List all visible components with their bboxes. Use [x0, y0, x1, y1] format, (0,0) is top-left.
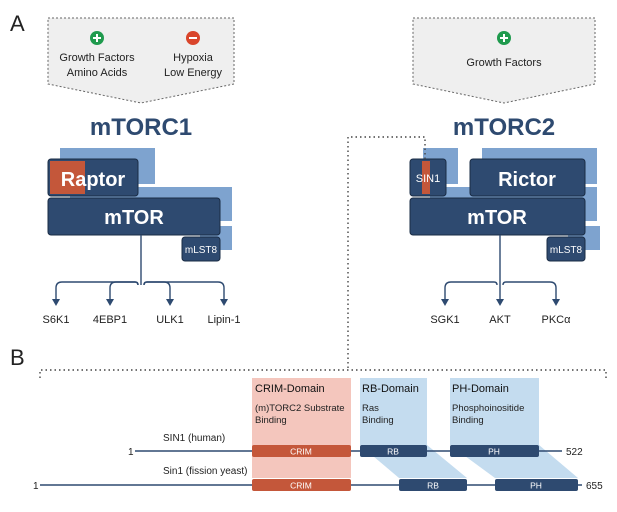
sin1-subunit: SIN1	[409, 158, 447, 197]
rictor-subunit: Rictor	[469, 158, 586, 197]
mlst8-label-c2: mLST8	[550, 245, 583, 256]
plus-icon	[90, 31, 104, 45]
human-rb-bar	[360, 445, 427, 457]
yeast-sin1-track: Sin1 (fission yeast) 1 CRIM RB PH 655	[33, 466, 603, 492]
mtorc1-activator-2: Amino Acids	[67, 67, 128, 79]
target-sgk1: SGK1	[430, 314, 459, 326]
mtorc1-inhibitor-1: Hypoxia	[173, 52, 214, 64]
mtorc2-input-box: Growth Factors	[412, 17, 596, 104]
ph-domain-desc-2: Binding	[452, 415, 484, 426]
rb-domain-panel	[360, 378, 427, 445]
target-pkca: PKCα	[542, 314, 572, 326]
target-s6k1: S6K1	[43, 314, 70, 326]
human-ph-label: PH	[488, 447, 500, 457]
human-start: 1	[128, 447, 134, 458]
yeast-crim-label: CRIM	[290, 481, 312, 491]
yeast-rb-bar	[399, 479, 467, 491]
raptor-label: Raptor	[61, 169, 126, 191]
human-ph-bar	[450, 445, 539, 457]
target-lipin-1: Lipin-1	[207, 314, 240, 326]
domain-background-panels	[252, 378, 578, 478]
mlst8-label-c1: mLST8	[185, 245, 218, 256]
human-crim-bar	[252, 445, 351, 457]
human-crim-label: CRIM	[290, 447, 312, 457]
yeast-rb-label: RB	[427, 481, 439, 491]
mtorc2-activator-1: Growth Factors	[466, 57, 542, 69]
rb-domain-desc-2: Binding	[362, 415, 394, 426]
human-rb-label: RB	[387, 447, 399, 457]
mtorc2-target-arrows	[444, 235, 557, 302]
rictor-label: Rictor	[498, 169, 556, 191]
mlst8-subunit-c2: mLST8	[546, 236, 586, 262]
panel-b-label: B	[10, 345, 25, 370]
mtor-subunit-c2: mTOR	[409, 197, 586, 236]
yeast-end: 655	[586, 481, 603, 492]
minus-icon	[186, 31, 200, 45]
mtorc2-title: mTORC2	[453, 114, 555, 141]
target-akt: AKT	[489, 314, 511, 326]
yeast-protein-name: Sin1 (fission yeast)	[163, 466, 247, 477]
target-4ebp1: 4EBP1	[93, 314, 127, 326]
mtorc1-complex: Raptor mTOR mLST8	[47, 148, 232, 262]
ph-domain-desc-1: Phosphoinositide	[452, 403, 524, 414]
mtorc1-target-arrows	[55, 235, 225, 302]
yeast-ph-label: PH	[530, 481, 542, 491]
crim-domain-desc-2: Binding	[255, 415, 287, 426]
plus-icon	[497, 31, 511, 45]
yeast-start: 1	[33, 481, 39, 492]
panel-a-label: A	[10, 11, 25, 36]
target-ulk1: ULK1	[156, 314, 184, 326]
yeast-ph-bar	[495, 479, 578, 491]
mlst8-subunit-c1: mLST8	[181, 236, 221, 262]
ph-domain-panel	[450, 378, 539, 445]
mtorc1-activator-1: Growth Factors	[59, 52, 135, 64]
rb-domain-desc-1: Ras	[362, 403, 379, 414]
yeast-crim-bar	[252, 479, 351, 491]
human-protein-name: SIN1 (human)	[163, 433, 225, 444]
crim-domain-desc-1: (m)TORC2 Substrate	[255, 403, 345, 414]
mtorc1-title: mTORC1	[90, 114, 192, 141]
mtorc1-arrowheads	[52, 299, 228, 306]
crim-domain-title: CRIM-Domain	[255, 383, 325, 395]
mtorc2-complex: SIN1 Rictor mTOR mLST8	[409, 148, 600, 262]
sin1-label: SIN1	[416, 173, 440, 185]
mtorc1-inhibitor-2: Low Energy	[164, 67, 223, 79]
human-sin1-track: SIN1 (human) 1 CRIM RB PH 522	[128, 433, 583, 458]
mtor-label-c2: mTOR	[467, 207, 527, 229]
mtor-label-c1: mTOR	[104, 207, 164, 229]
human-end: 522	[566, 447, 583, 458]
mtorc2-arrowheads	[441, 299, 560, 306]
raptor-subunit: Raptor	[47, 158, 139, 197]
mtorc1-input-box: Growth Factors Amino Acids Hypoxia Low E…	[47, 17, 235, 104]
mtor-subunit-c1: mTOR	[47, 197, 221, 236]
rb-domain-title: RB-Domain	[362, 383, 419, 395]
ph-domain-title: PH-Domain	[452, 383, 509, 395]
crim-domain-panel	[252, 378, 351, 478]
